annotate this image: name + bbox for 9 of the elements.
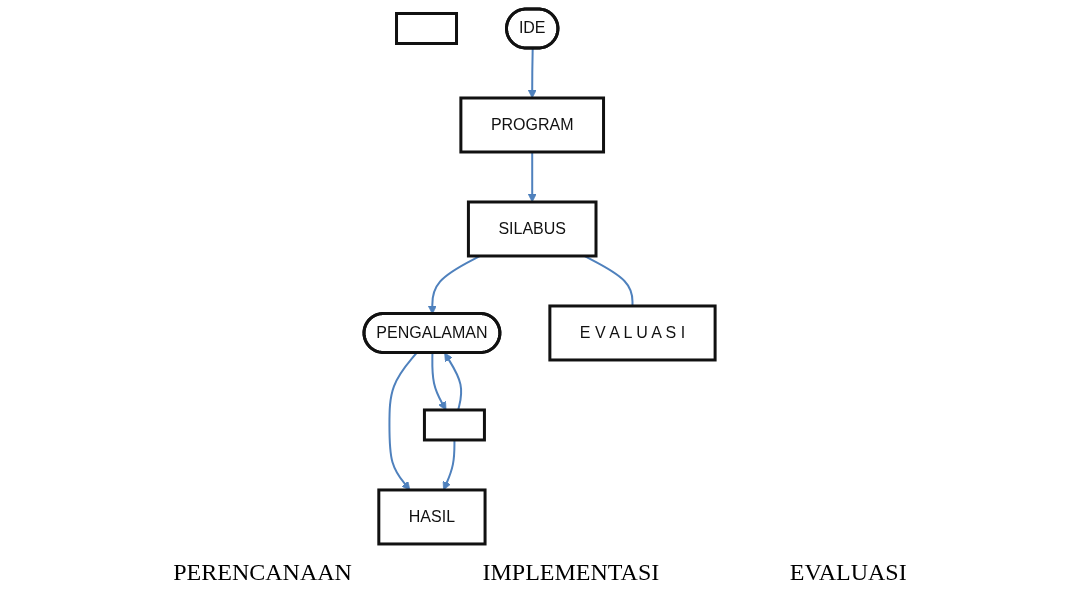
node-box: SILABUS [467, 200, 598, 258]
node-box: E V A L U A S I [548, 304, 718, 362]
node-box: PROGRAM [459, 96, 606, 154]
phase-label: PERENCANAAN [173, 559, 352, 586]
node-box [395, 12, 459, 45]
node-box [423, 408, 487, 442]
phase-label: EVALUASI [789, 559, 907, 586]
node-box: HASIL [377, 488, 487, 546]
phase-label: IMPLEMENTASI [482, 559, 660, 586]
